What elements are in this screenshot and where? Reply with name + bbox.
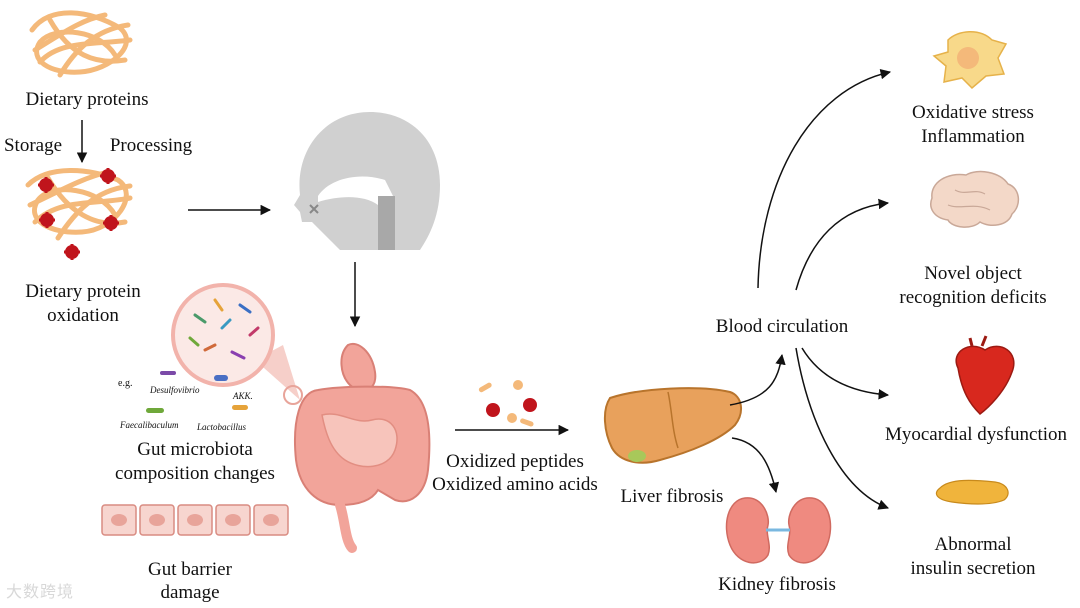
head-profile-icon [294, 112, 440, 250]
label-storage: Storage [3, 135, 63, 156]
protein-tangle-icon [29, 10, 133, 78]
label-liver-fibrosis: Liver fibrosis [620, 486, 724, 507]
label-insulin-secretion: insulin secretion [910, 558, 1036, 579]
label-gut-microbiota-1: Gut microbiota [137, 439, 253, 460]
oxidized-peptides-icon [478, 380, 537, 427]
label-lactobacillus: Lactobacillus [197, 422, 246, 432]
arrow-blood-to-oxidative [757, 68, 892, 289]
watermark: 大数跨境 [6, 582, 75, 601]
gut-barrier-icon [101, 504, 289, 536]
label-dietary-proteins: Dietary proteins [25, 89, 149, 110]
arrow-blood-to-brain [795, 198, 890, 291]
label-recognition-deficits: recognition deficits [899, 287, 1047, 308]
digestive-tract-icon [294, 342, 431, 553]
pancreas-icon [935, 479, 1009, 505]
bacteria-examples-icon [146, 371, 248, 413]
heart-icon [955, 335, 1015, 415]
label-abnormal: Abnormal [934, 534, 1012, 555]
label-processing: Processing [109, 135, 193, 156]
label-oxidized-amino-acids: Oxidized amino acids [432, 474, 598, 495]
label-gut-microbiota-2: composition changes [115, 463, 275, 484]
label-desulfovibrio: Desulfovibrio [150, 385, 200, 395]
label-oxidized-peptides: Oxidized peptides [446, 451, 584, 472]
label-myocardial-dysfunction: Myocardial dysfunction [884, 424, 1068, 445]
arrow-liver-to-blood [729, 353, 786, 406]
label-protein-oxidation-2: oxidation [47, 305, 119, 326]
microbiota-magnifier-icon [171, 283, 303, 405]
label-inflammation: Inflammation [921, 126, 1025, 147]
label-gut-barrier-2: damage [160, 582, 220, 603]
label-novel-object: Novel object [924, 263, 1022, 284]
oxidized-protein-tangle-icon [25, 168, 133, 260]
arrow-blood-to-heart [801, 347, 890, 400]
label-oxidative-stress: Oxidative stress [912, 102, 1034, 123]
inflammation-cell-icon [932, 31, 1008, 90]
label-eg: e.g. [118, 378, 133, 389]
label-protein-oxidation-1: Dietary protein [25, 281, 141, 302]
label-gut-barrier-1: Gut barrier [148, 559, 232, 580]
label-faecalibaculum: Faecalibaculum [120, 420, 179, 430]
kidney-icon [725, 497, 832, 564]
arrow-blood-to-pancreas [795, 347, 889, 510]
arrow-liver-to-kidney [731, 437, 780, 494]
label-blood-circulation: Blood circulation [715, 316, 849, 337]
label-akk: AKK. [233, 391, 253, 401]
label-kidney-fibrosis: Kidney fibrosis [718, 574, 836, 595]
brain-icon [930, 170, 1020, 228]
liver-icon [604, 387, 742, 464]
